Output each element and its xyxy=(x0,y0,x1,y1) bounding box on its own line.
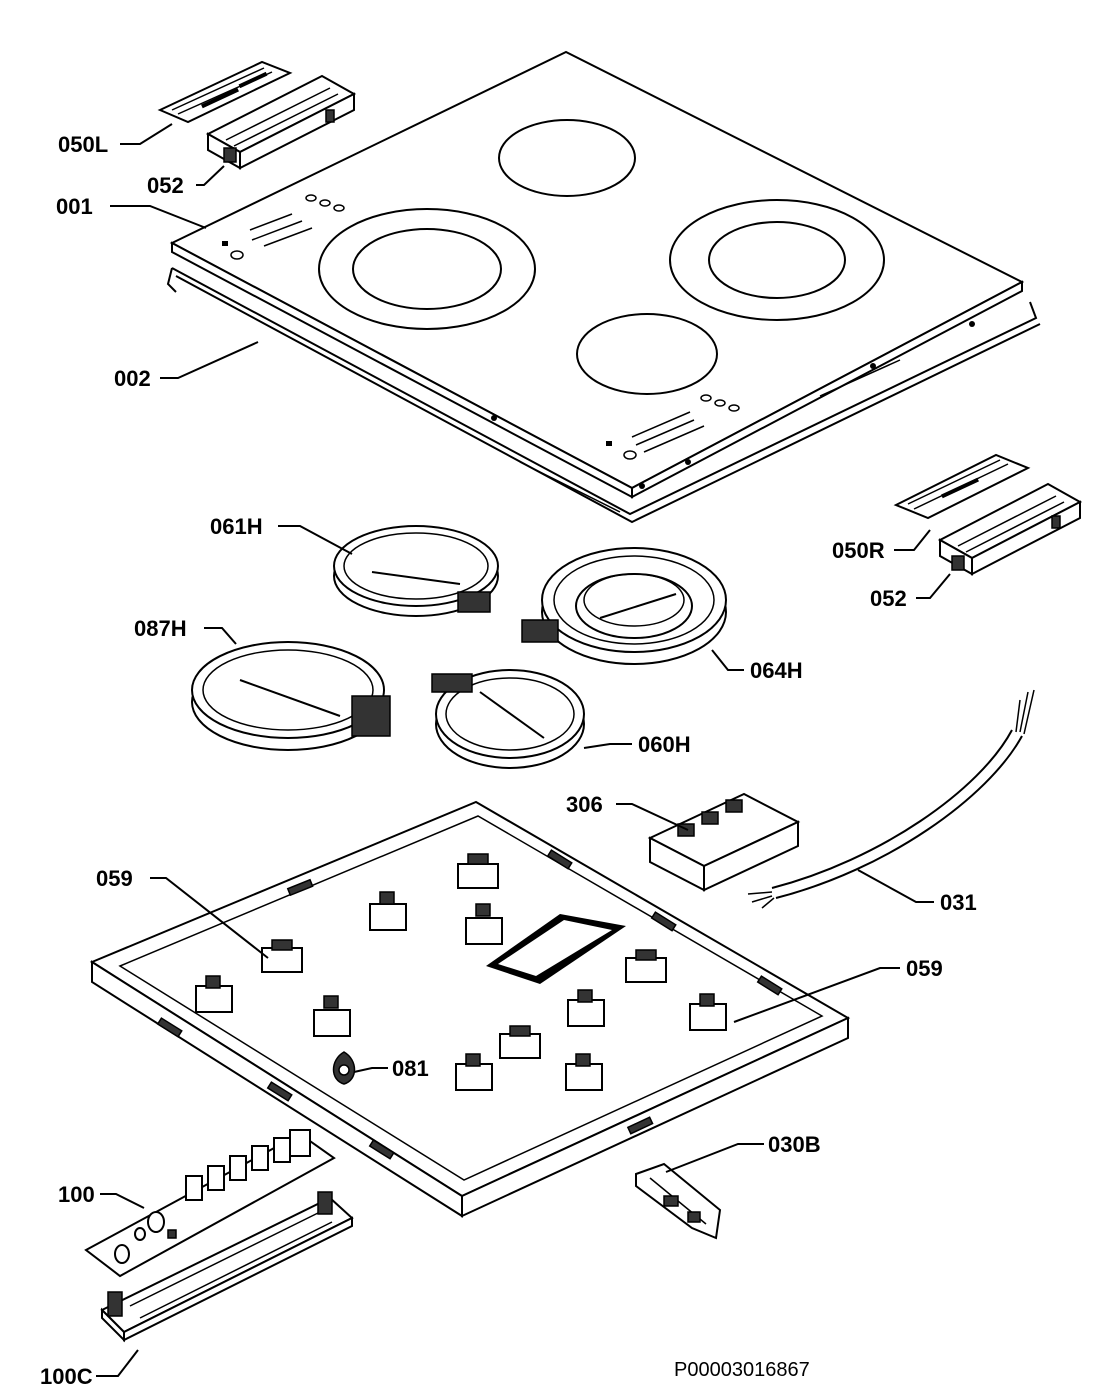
board-cover-100C xyxy=(100,1191,354,1343)
label-059-left: 059 xyxy=(96,866,133,891)
label-030B: 030B xyxy=(768,1132,821,1157)
clip xyxy=(455,1053,493,1091)
clip xyxy=(689,993,727,1031)
leader-lines xyxy=(96,123,951,1377)
label-059-right: 059 xyxy=(906,956,943,981)
clip xyxy=(369,891,407,931)
terminal-block-306 xyxy=(647,792,801,892)
heating-element-064H xyxy=(521,547,727,665)
supply-cable-031 xyxy=(747,689,1035,909)
clip xyxy=(567,989,605,1027)
heating-element-087H xyxy=(191,641,391,751)
label-081: 081 xyxy=(392,1056,429,1081)
label-087H: 087H xyxy=(134,616,187,641)
label-050L: 050L xyxy=(58,132,108,157)
electronic-board-100 xyxy=(84,1129,336,1278)
label-031: 031 xyxy=(940,890,977,915)
control-keyboard-050R xyxy=(893,453,1031,520)
label-100C: 100C xyxy=(40,1364,93,1389)
clip xyxy=(195,975,233,1013)
control-keyboard-050L xyxy=(157,60,293,124)
part-labels: 050L 052 001 002 061H 087H 064H 060H 050… xyxy=(40,132,977,1389)
heating-element-060H xyxy=(431,669,585,769)
cover-bracket-030B xyxy=(635,1162,722,1240)
glass-cooktop-001 xyxy=(169,50,1025,499)
clip xyxy=(457,853,499,889)
bottom-tray xyxy=(89,800,851,1218)
label-002: 002 xyxy=(114,366,151,391)
label-052-top: 052 xyxy=(147,173,184,198)
label-001: 001 xyxy=(56,194,93,219)
clip xyxy=(499,1025,541,1059)
cable-grommet-081 xyxy=(332,1051,356,1085)
clip xyxy=(465,903,503,945)
label-050R: 050R xyxy=(832,538,885,563)
keyboard-holder-052-right xyxy=(937,482,1083,576)
heating-element-061H xyxy=(333,525,499,617)
label-306: 306 xyxy=(566,792,603,817)
label-064H: 064H xyxy=(750,658,803,683)
label-052-right: 052 xyxy=(870,586,907,611)
clip xyxy=(261,939,303,973)
drawing-number: P00003016867 xyxy=(674,1359,810,1381)
clip xyxy=(313,995,351,1037)
clip xyxy=(625,949,667,983)
label-061H: 061H xyxy=(210,514,263,539)
label-100: 100 xyxy=(58,1182,95,1207)
keyboard-holder-052-top xyxy=(205,74,357,170)
clip xyxy=(565,1053,603,1091)
cooktop-frame-002 xyxy=(166,267,1041,524)
label-060H: 060H xyxy=(638,732,691,757)
